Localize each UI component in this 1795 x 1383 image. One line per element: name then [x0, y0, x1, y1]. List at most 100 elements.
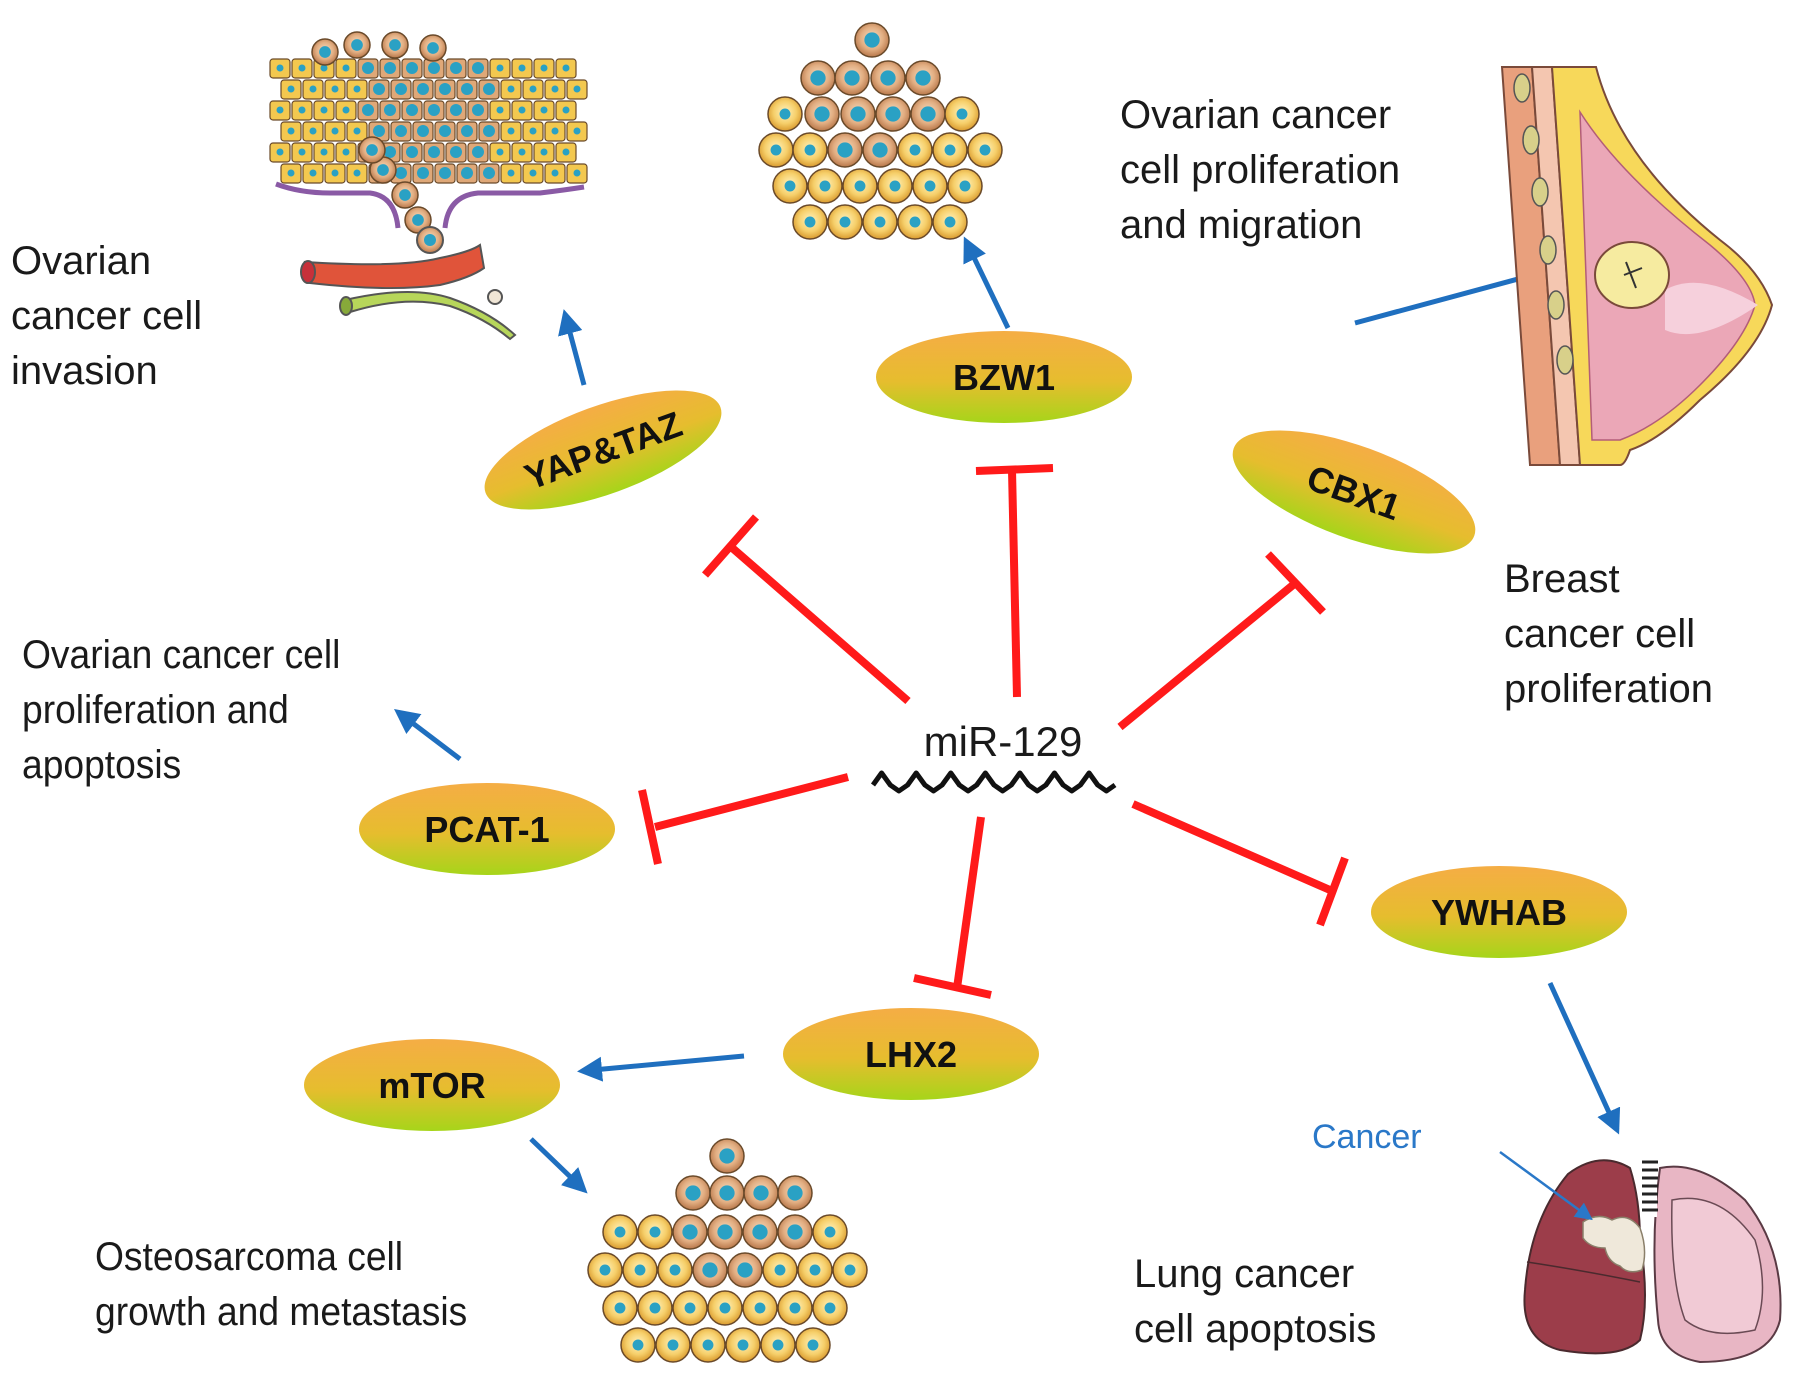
inhibition-edge-cbx1 — [1117, 551, 1326, 731]
cell-nucleus — [944, 144, 956, 156]
cell-nucleus — [331, 127, 339, 135]
cell-nucleus — [819, 180, 831, 192]
cell-nucleus — [331, 85, 339, 93]
node-label: LHX2 — [865, 1034, 957, 1075]
node-mtor[interactable]: mTOR — [304, 1039, 560, 1131]
cell-nucleus — [682, 1224, 698, 1240]
cell-nucleus — [979, 144, 991, 156]
lymph-node — [1539, 235, 1557, 265]
arrow-yap-taz-to-invasion — [558, 309, 587, 386]
cell-nucleus — [389, 39, 401, 51]
cell-nucleus — [924, 180, 936, 192]
cell-nucleus — [428, 62, 440, 74]
cell-nucleus — [787, 1185, 803, 1201]
node-yap-taz[interactable]: YAP&TAZ — [470, 366, 735, 534]
cell-nucleus — [320, 148, 328, 156]
node-label: YWHAB — [1431, 892, 1567, 933]
cell-nucleus — [298, 148, 306, 156]
cell-nucleus — [562, 64, 570, 72]
cell-nucleus — [737, 1262, 753, 1278]
cell-nucleus — [496, 148, 504, 156]
cell-nucleus — [824, 1302, 836, 1314]
cell-nucleus — [702, 1262, 718, 1278]
node-lhx2[interactable]: LHX2 — [783, 1008, 1039, 1100]
cell-nucleus — [428, 146, 440, 158]
cell-nucleus — [439, 83, 451, 95]
cell-nucleus — [395, 83, 407, 95]
cell-nucleus — [377, 164, 389, 176]
cell-cluster-illustration-top — [758, 22, 1003, 240]
cell-nucleus — [614, 1226, 626, 1238]
arrow-pcat-1-to-outcome — [394, 708, 462, 761]
arrow-lhx2-to-mtor — [577, 1053, 745, 1082]
node-ywhab[interactable]: YWHAB — [1371, 866, 1627, 958]
inhibition-edge-pcat-1 — [638, 773, 850, 865]
cell-nucleus — [915, 70, 931, 86]
cell-nucleus — [366, 144, 378, 156]
arrow-bzw1-to-proliferation — [963, 236, 1011, 330]
cell-nucleus — [854, 180, 866, 192]
cell-nucleus — [779, 108, 791, 120]
cell-nucleus — [507, 127, 515, 135]
cell-nucleus — [309, 127, 317, 135]
cell-nucleus — [353, 169, 361, 177]
cell-nucleus — [529, 127, 537, 135]
outcome-cbx1: Breast cancer cell proliferation — [1504, 557, 1714, 711]
cell-nucleus — [461, 83, 473, 95]
cell-nucleus — [483, 83, 495, 95]
cell-nucleus — [529, 169, 537, 177]
cell-nucleus — [406, 104, 418, 116]
cell-nucleus — [634, 1264, 646, 1276]
cell-nucleus — [774, 1264, 786, 1276]
cell-nucleus — [770, 144, 782, 156]
cell-nucleus — [439, 125, 451, 137]
cell-nucleus — [717, 1224, 733, 1240]
cell-nucleus — [551, 85, 559, 93]
cell-nucleus — [649, 1226, 661, 1238]
cell-nucleus — [719, 1148, 735, 1164]
cell-nucleus — [412, 214, 424, 226]
cell-nucleus — [804, 144, 816, 156]
cell-nucleus — [320, 64, 328, 72]
cell-nucleus — [909, 144, 921, 156]
cell-nucleus — [384, 104, 396, 116]
cancer-pointer-arrow — [1499, 1150, 1593, 1221]
node-cbx1[interactable]: CBX1 — [1218, 405, 1490, 579]
cell-nucleus — [461, 125, 473, 137]
cell-nucleus — [719, 1302, 731, 1314]
inhibition-edge-ywhab — [1131, 800, 1349, 927]
cell-nucleus — [331, 169, 339, 177]
cell-nucleus — [287, 169, 295, 177]
node-bzw1[interactable]: BZW1 — [876, 331, 1132, 423]
cell-nucleus — [450, 62, 462, 74]
cell-nucleus — [956, 108, 968, 120]
cell-nucleus — [518, 64, 526, 72]
cell-nucleus — [417, 83, 429, 95]
cell-nucleus — [669, 1264, 681, 1276]
cell-nucleus — [789, 1302, 801, 1314]
node-label: PCAT-1 — [424, 809, 549, 850]
cell-nucleus — [959, 180, 971, 192]
cell-nucleus — [483, 167, 495, 179]
node-pcat-1[interactable]: PCAT-1 — [359, 783, 615, 875]
cell-nucleus — [276, 106, 284, 114]
lymph-node — [1513, 73, 1531, 103]
cell-nucleus — [309, 85, 317, 93]
cell-nucleus — [384, 62, 396, 74]
cell-nucleus — [772, 1339, 784, 1351]
cell-nucleus — [483, 125, 495, 137]
cell-nucleus — [573, 127, 581, 135]
cell-nucleus — [944, 216, 956, 228]
cell-nucleus — [472, 146, 484, 158]
cell-nucleus — [737, 1339, 749, 1351]
cell-nucleus — [787, 1224, 803, 1240]
cell-nucleus — [309, 169, 317, 177]
cell-nucleus — [287, 85, 295, 93]
outcome-mtor: Osteosarcoma cell growth and metastasis — [95, 1235, 468, 1334]
cell-nucleus — [450, 104, 462, 116]
mirna-wavy-strand-icon — [870, 770, 1117, 794]
cell-nucleus — [667, 1339, 679, 1351]
cell-nucleus — [399, 189, 411, 201]
cell-nucleus — [804, 216, 816, 228]
